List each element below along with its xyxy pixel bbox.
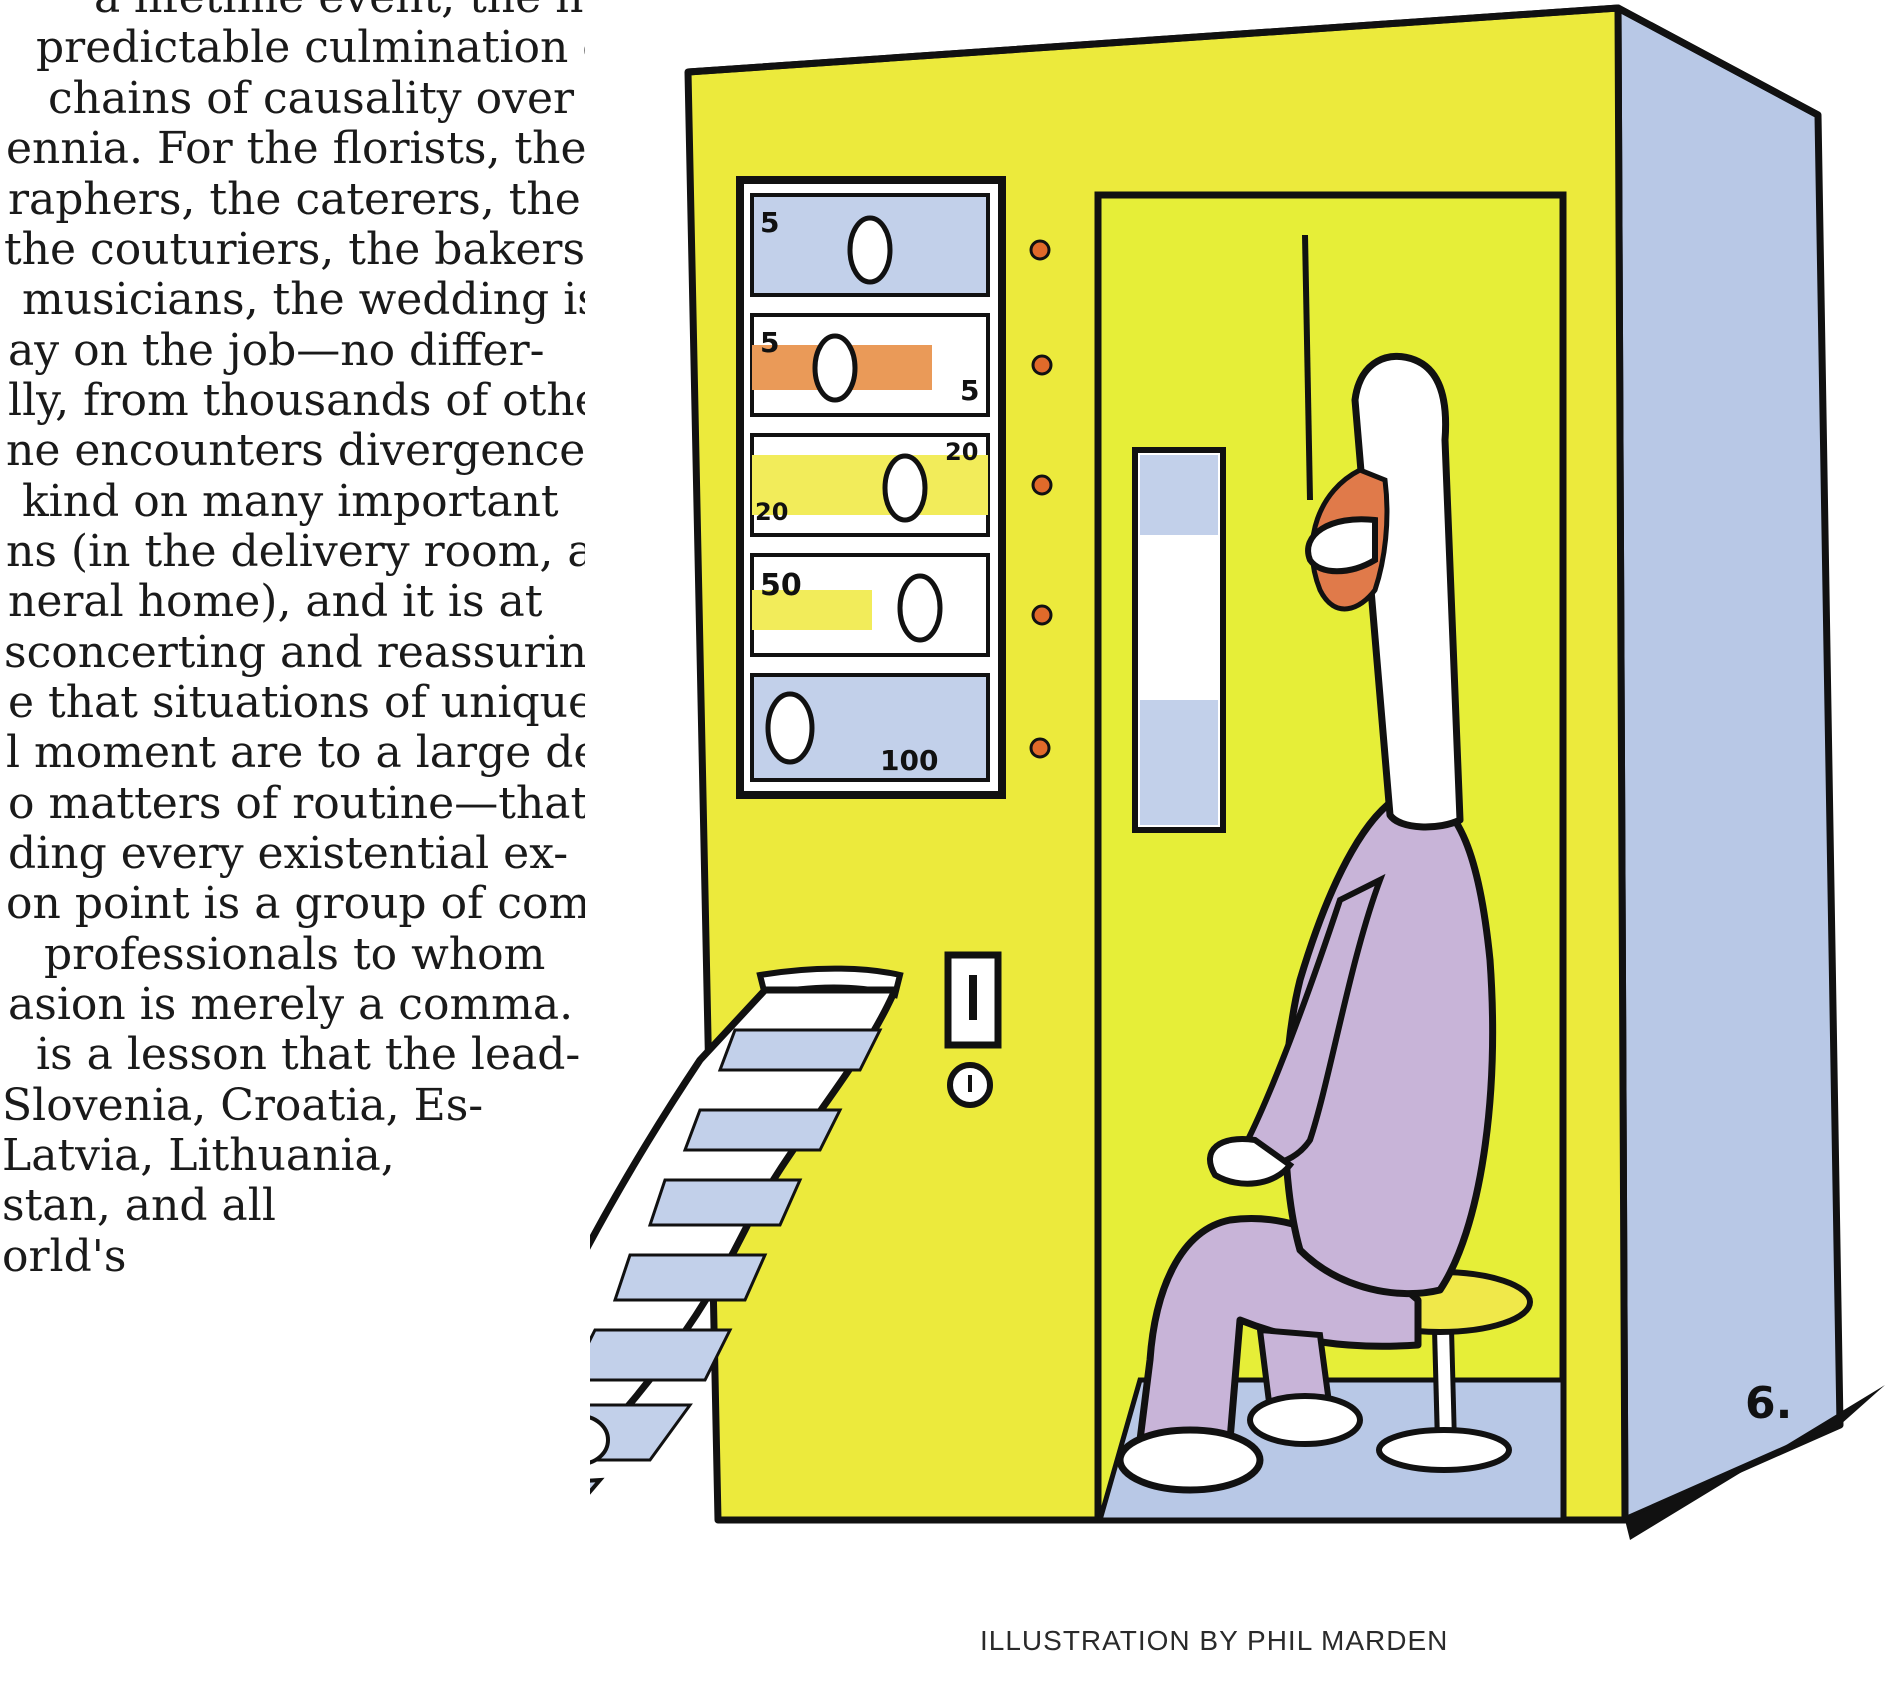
banknote-portrait — [847, 215, 893, 285]
banknote-strip-bill — [612, 1253, 768, 1302]
article-line: sconcerting and reassuring — [4, 627, 585, 678]
article-line: orld's — [2, 1231, 127, 1282]
banknote-strip-bill — [590, 1328, 733, 1382]
banknote-value: 5 — [960, 374, 979, 407]
person-shoe — [1116, 1426, 1264, 1494]
article-line: Latvia, Lithuania, — [2, 1130, 395, 1181]
article-line: e that situations of unique — [8, 677, 585, 728]
banknote-strip-portrait — [590, 1415, 610, 1465]
banknote-value: 5 — [760, 326, 779, 359]
banknote-value: 100 — [880, 744, 938, 777]
selection-button — [1031, 474, 1053, 496]
banknote-portrait — [882, 453, 928, 523]
banknote-band — [752, 590, 872, 630]
banknote-portrait — [812, 333, 858, 403]
article-line: ns (in the delivery room, at — [6, 526, 585, 577]
machine-side-panel — [1614, 4, 1844, 1524]
illustration-credit: ILLUSTRATION BY PHIL MARDEN — [980, 1625, 1449, 1656]
banknote-value: 20 — [945, 438, 978, 466]
selection-button — [1029, 737, 1051, 759]
mirror-reflection — [1140, 455, 1218, 535]
article-line: ne encounters divergences — [6, 425, 585, 476]
banknote-portrait — [897, 573, 943, 643]
article-line: musicians, the wedding is — [22, 274, 585, 325]
banknote-strip-bill — [590, 1403, 693, 1462]
article-line: on point is a group of com- — [6, 878, 585, 929]
article-line: chains of causality over — [48, 73, 575, 124]
machine-top-edge — [687, 4, 1820, 119]
selection-button — [1031, 354, 1053, 376]
booth-door-divider — [1302, 234, 1313, 501]
article-line: l moment are to a large de- — [6, 727, 585, 778]
banknote-strip-bill — [717, 1028, 883, 1072]
article-line: a lifetime event, the hap- — [94, 0, 585, 26]
banknote-strip-bill — [682, 1108, 843, 1152]
article-line: neral home), and it is at — [8, 576, 543, 627]
floor-shadow — [1625, 1385, 1885, 1540]
article-line: lly, from thousands of other — [8, 375, 585, 426]
banknote-value: 20 — [755, 498, 788, 526]
article-line: stan, and all — [2, 1180, 276, 1231]
person-shoe — [1247, 1393, 1363, 1447]
banknote-value: 50 — [760, 568, 802, 603]
article-line: the couturiers, the bakers, — [4, 224, 585, 275]
selection-button — [1029, 239, 1051, 261]
article-line: is a lesson that the lead- — [36, 1029, 581, 1080]
article-line: asion is merely a comma. — [8, 979, 574, 1030]
banknote-portrait — [765, 691, 815, 765]
banknote-band — [752, 455, 988, 515]
atm-photo-booth-illustration: 5 5 5 20 20 50 100 — [590, 4, 1885, 1540]
person-nose — [1305, 516, 1378, 575]
article-line: raphers, the caterers, the — [8, 174, 581, 225]
article-line: professionals to whom — [44, 929, 546, 980]
selection-button — [1031, 604, 1053, 626]
person-head — [1351, 352, 1464, 831]
article-line: ding every existential ex- — [8, 828, 569, 879]
article-line: ay on the job—no differ- — [8, 325, 545, 376]
stool-base — [1376, 1427, 1512, 1473]
article-text-column: a lifetime event, the hap- predictable c… — [0, 0, 585, 1620]
banknote-strip-bill — [590, 1477, 605, 1495]
article-line: Slovenia, Croatia, Es- — [2, 1080, 484, 1131]
article-line: ennia. For the florists, the — [6, 123, 585, 174]
banknote-strip-bill — [647, 1178, 803, 1227]
article-line: predictable culmination of — [36, 22, 585, 73]
person-hand — [1207, 1136, 1295, 1187]
mirror-reflection — [1140, 700, 1218, 825]
article-line: o matters of routine—that — [8, 778, 585, 829]
banknote-value: 5 — [760, 206, 779, 239]
artist-signature: 6. — [1745, 1378, 1792, 1429]
article-line: kind on many important — [22, 476, 559, 527]
